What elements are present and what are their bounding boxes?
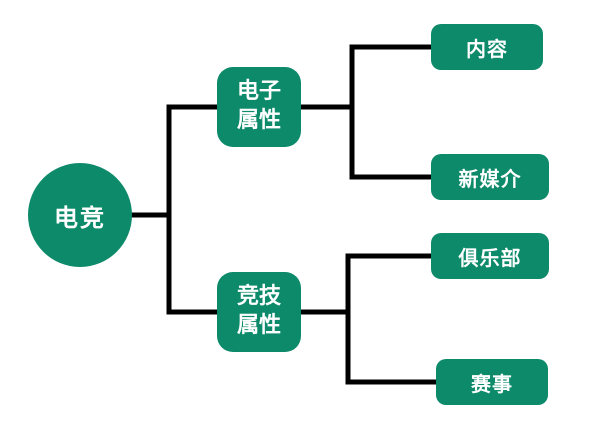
node-esports-label: 电竞 (54, 203, 106, 232)
connector-branch1-to-leaves (298, 44, 434, 180)
connector-branch2-to-leaves (298, 253, 439, 385)
node-club-label: 俱乐部 (458, 245, 522, 270)
node-competitive-attribute: 竞技 属性 (217, 272, 301, 352)
node-competitive-attribute-label-line2: 属性 (236, 313, 281, 338)
node-esports: 电竞 (28, 163, 132, 267)
node-electronic-attribute-label-line2: 属性 (236, 108, 281, 133)
node-competitive-attribute-label-line1: 竞技 (236, 284, 281, 310)
node-electronic-attribute: 电子 属性 (217, 67, 301, 147)
node-new-media-label: 新媒介 (458, 166, 522, 191)
connector-root-to-branches (129, 104, 220, 315)
node-club: 俱乐部 (431, 233, 549, 279)
node-events-label: 赛事 (471, 371, 513, 396)
node-electronic-attribute-label-line1: 电子 (236, 79, 281, 105)
node-content-label: 内容 (466, 36, 508, 61)
node-new-media: 新媒介 (431, 154, 549, 200)
node-content: 内容 (431, 24, 543, 70)
node-events: 赛事 (436, 359, 548, 405)
